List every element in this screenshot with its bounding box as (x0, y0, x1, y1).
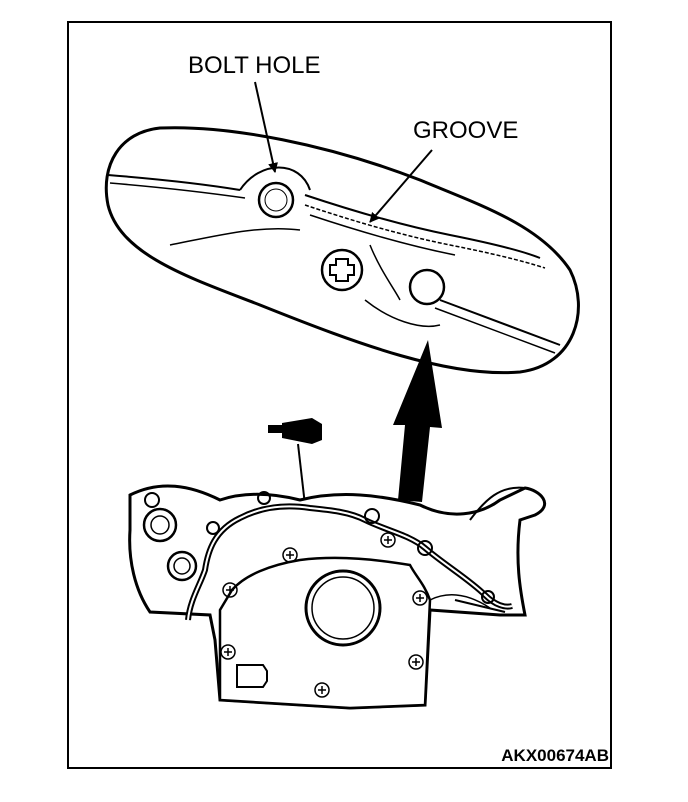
oil-pump-case (128, 484, 547, 710)
figure-code: AKX00674AB (501, 746, 609, 765)
bolt-hole-upper (257, 181, 295, 219)
bolt-hole-label: BOLT HOLE (188, 52, 321, 79)
magnify-arrow (393, 340, 442, 502)
magnified-detail (104, 126, 580, 375)
bolt-hole-leader (254, 81, 278, 173)
bolt-hole-right (408, 268, 446, 306)
illustration-frame (67, 21, 612, 769)
groove-label: GROOVE (413, 117, 519, 144)
screw-head-icon (320, 248, 364, 292)
sealant-tube-icon (268, 418, 322, 506)
groove-leader (369, 149, 433, 223)
